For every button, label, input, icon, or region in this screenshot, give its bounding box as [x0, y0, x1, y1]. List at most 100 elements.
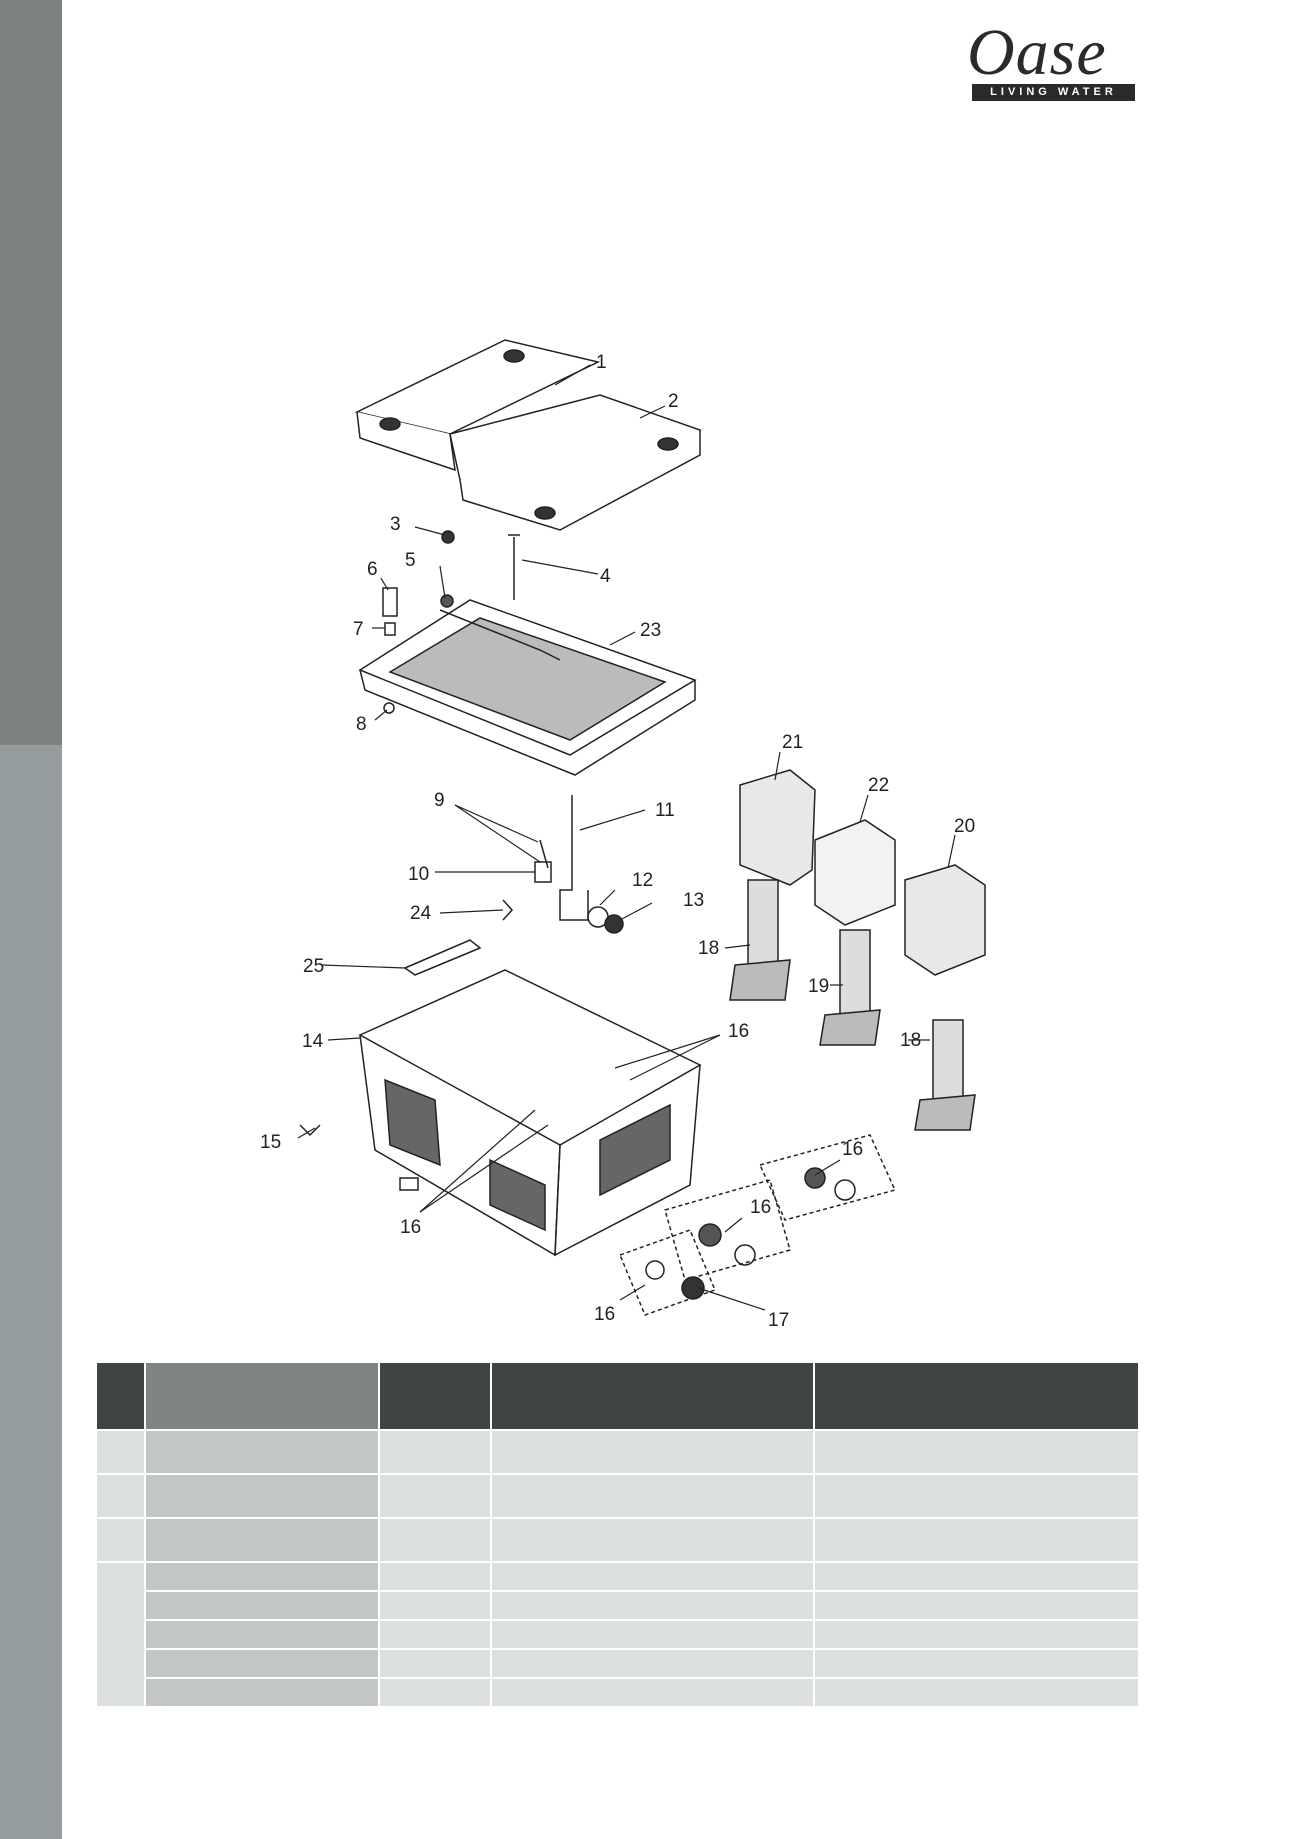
table-cell: [490, 1473, 815, 1519]
part-22-foam-block: [814, 819, 896, 926]
sidebar-band-top: [0, 0, 62, 745]
callout-16-left: 16: [400, 1217, 421, 1238]
table-cell: [95, 1473, 146, 1519]
table-row: [95, 1561, 1140, 1708]
table-cell: [378, 1473, 492, 1519]
callout-13: 13: [683, 890, 704, 911]
part-21-foam-block: [739, 769, 816, 886]
table-cell: [378, 1677, 492, 1708]
table-row: [95, 1473, 1140, 1519]
part-18-holder: [729, 879, 791, 1001]
part-25-handle: [403, 939, 482, 976]
sidebar-band-bottom: [0, 745, 62, 1839]
part-16-connector-kit-mid: [664, 1179, 791, 1281]
table-cell: [95, 1429, 146, 1475]
table-cell: [490, 1517, 815, 1563]
callout-4: 4: [600, 566, 611, 587]
callout-2: 2: [668, 391, 679, 412]
table-cell: [813, 1619, 1140, 1650]
part-13-gasket: [604, 914, 624, 934]
table-row: [96, 1619, 1140, 1650]
table-cell: [378, 1619, 492, 1650]
callout-9: 9: [434, 790, 445, 811]
logo-tagline: LIVING WATER: [972, 84, 1135, 101]
table-cell: [490, 1429, 815, 1475]
table-cell: [144, 1590, 380, 1621]
part-14-filter-box: [358, 969, 702, 1257]
part-20-foam-block: [904, 864, 986, 976]
callout-3: 3: [390, 514, 401, 535]
part-23-tray: [358, 599, 697, 776]
callout-5: 5: [405, 550, 416, 571]
table-cell: [378, 1561, 492, 1592]
table-row: [95, 1517, 1140, 1563]
callout-16-right: 16: [842, 1139, 863, 1160]
callout-16-top: 16: [728, 1021, 749, 1042]
table-row: [96, 1648, 1140, 1679]
table-header-row: [95, 1361, 1140, 1431]
callout-21: 21: [782, 732, 803, 753]
header-cell: [490, 1361, 815, 1431]
table-cell: [378, 1648, 492, 1679]
callout-11: 11: [655, 800, 675, 821]
table-cell: [144, 1429, 380, 1475]
part-15-clip-second: [399, 1177, 419, 1191]
callout-18-first: 18: [698, 938, 719, 959]
callout-20: 20: [954, 816, 975, 837]
part-24-valve: [502, 899, 514, 921]
table-cell: [378, 1429, 492, 1475]
part-6-connector: [382, 587, 398, 617]
table-cell: [813, 1429, 1140, 1475]
table-cell: [813, 1648, 1140, 1679]
table-cell: [144, 1517, 380, 1563]
exploded-view-diagram: 1 2 3 4 5 6 7 8 23 21 22 20 9 11 10 12 1…: [260, 339, 986, 1331]
table-cell: [378, 1517, 492, 1563]
table-cell: [144, 1648, 380, 1679]
table-cell: [490, 1677, 815, 1708]
table-cell: [813, 1473, 1140, 1519]
table-cell: [144, 1473, 380, 1519]
table-cell: [813, 1561, 1140, 1592]
table-cell: [95, 1561, 146, 1708]
callout-10: 10: [408, 864, 429, 885]
callout-23: 23: [640, 620, 661, 641]
part-10-bracket: [534, 861, 552, 883]
header-cell: [95, 1361, 146, 1431]
callout-8: 8: [356, 714, 367, 735]
table-cell: [490, 1648, 815, 1679]
table-cell: [144, 1677, 380, 1708]
header-cell: [813, 1361, 1140, 1431]
table-cell: [378, 1590, 492, 1621]
table-row: [95, 1429, 1140, 1475]
callout-12: 12: [632, 870, 653, 891]
part-9-screws: [539, 839, 549, 869]
callout-16-bottom: 16: [594, 1304, 615, 1325]
table-cell: [490, 1561, 815, 1592]
lid-part-1: [354, 339, 601, 472]
callout-18-second: 18: [900, 1030, 921, 1051]
callout-6: 6: [367, 559, 378, 580]
table-cell: [144, 1561, 380, 1592]
table-cell: [490, 1619, 815, 1650]
part-16-connector-kit-bottom: [619, 1229, 716, 1316]
part-4-rod: [508, 534, 520, 600]
table-cell: [490, 1590, 815, 1621]
callout-25: 25: [303, 956, 324, 977]
callout-14: 14: [302, 1031, 324, 1052]
table-cell: [144, 1619, 380, 1650]
callout-17: 17: [768, 1310, 789, 1331]
callout-22: 22: [868, 775, 889, 796]
callout-labels: 1 2 3 4 5 6 7 8 23 21 22 20 9 11 10 12 1…: [260, 352, 975, 1331]
table-cell: [813, 1590, 1140, 1621]
table-row: [96, 1590, 1140, 1621]
lid-part-2: [449, 394, 702, 531]
part-3-plug: [441, 530, 455, 544]
table-cell: [813, 1517, 1140, 1563]
callout-1: 1: [596, 352, 607, 373]
oase-logo: Oase LIVING WATER: [962, 20, 1152, 110]
logo-wordmark: Oase: [967, 16, 1107, 89]
part-11-slider: [559, 795, 589, 921]
callout-24: 24: [410, 903, 432, 924]
table-cell: [95, 1517, 146, 1563]
part-16-connector-kit-right: [758, 1134, 897, 1221]
